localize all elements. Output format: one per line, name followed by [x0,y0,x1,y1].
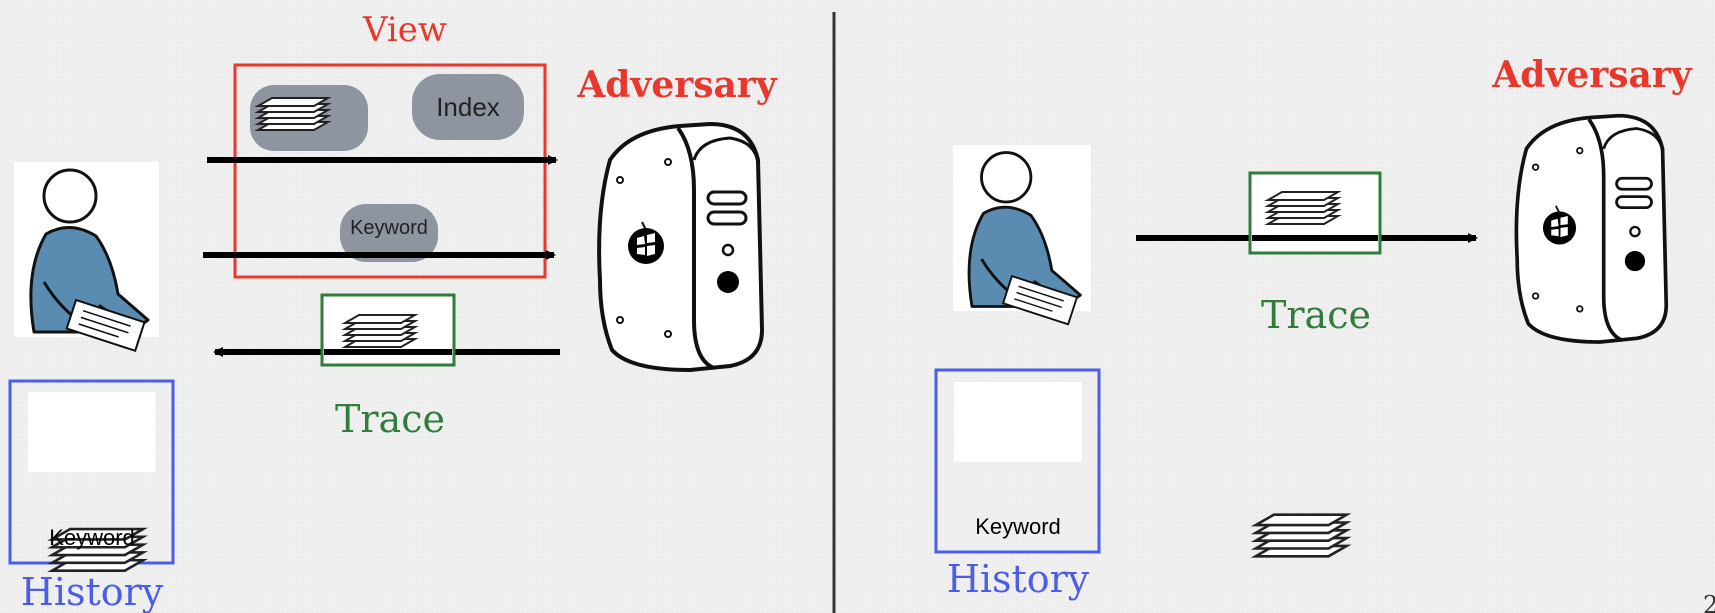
trace-documents-icon [345,315,415,347]
right-user-icon [953,145,1091,324]
page-number: 2 [1703,591,1715,613]
right-adversary-label: Adversary [1491,54,1692,96]
history-label: History [21,570,164,613]
history-keyword-label: Keyword [49,525,135,550]
trace-label: Trace [335,397,445,441]
right-adversary-server-icon [1516,116,1666,342]
keyword-pill-label: Keyword [350,217,428,239]
documents-icon [258,98,328,130]
right-history-documents-icon [1256,515,1347,557]
right-history-keyword-label: Keyword [975,514,1061,539]
right-trace-label: Trace [1261,293,1371,337]
adversary-server-icon [599,124,762,370]
right-history-label: History [947,557,1090,601]
left-panel: View Index Keyword Trace Adversary Keywo… [10,10,778,613]
right-panel: Adversary Trace Keyword History 2 [936,54,1715,613]
view-label: View [362,10,447,50]
right-trace-documents-icon [1268,192,1338,224]
index-pill-label: Index [436,92,500,122]
adversary-label: Adversary [576,64,777,106]
user-icon [14,162,159,351]
